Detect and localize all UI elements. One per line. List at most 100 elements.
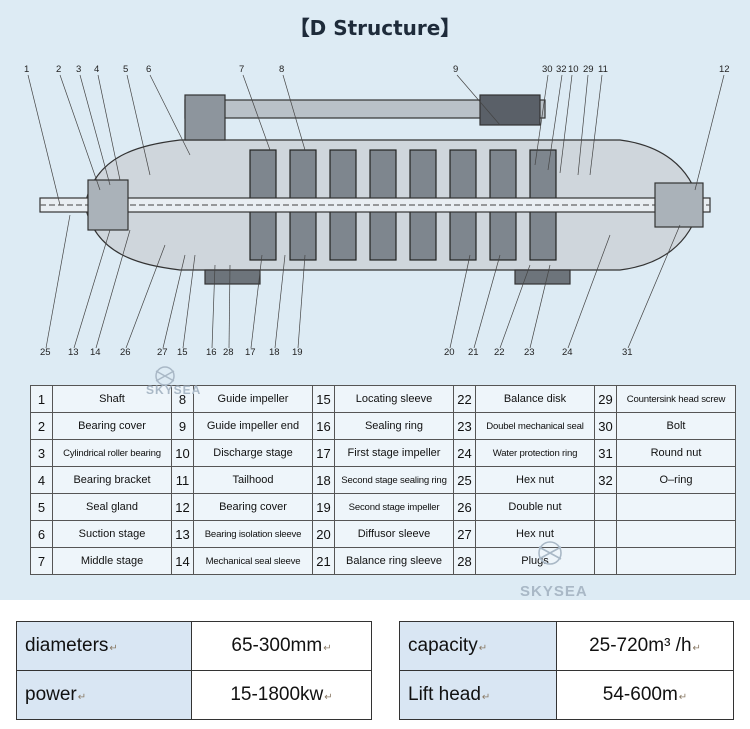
table-row: diameters↵ 65-300mm↵ [16,621,372,671]
part-number: 29 [594,385,617,413]
part-number: 28 [453,547,476,575]
spec-label-cell: capacity↵ [399,621,557,671]
part-number: 3 [30,439,53,467]
paragraph-mark: ↵ [478,643,488,654]
part-name: Guide impeller [193,385,313,413]
part-name: Water protection ring [475,439,595,467]
callout-15: 15 [177,347,188,358]
callout-7: 7 [239,64,245,75]
spec-table-left: diameters↵ 65-300mm↵ power↵ 15-1800kw↵ [16,621,372,720]
table-row: 7 Middle stage 14 Mechanical seal sleeve… [30,547,736,575]
part-name: Bearing cover [52,412,172,440]
part-number: 14 [171,547,194,575]
part-number: 30 [594,412,617,440]
spec-value-cell: 15-1800kw↵ [191,670,372,720]
paragraph-mark: ↵ [109,643,118,654]
callout-1: 1 [24,64,30,75]
callout-21: 21 [468,347,479,358]
callout-29: 29 [583,64,594,75]
callout-22: 22 [494,347,505,358]
table-row: power↵ 15-1800kw↵ [16,670,372,720]
callout-12: 12 [719,64,730,75]
part-name: Balance ring sleeve [334,547,454,575]
callout-16: 16 [206,347,217,358]
table-row: 5 Seal gland 12 Bearing cover 19 Second … [30,493,736,521]
part-number: 6 [30,520,53,548]
part-number: 2 [30,412,53,440]
paragraph-mark: ↵ [678,692,688,703]
callout-11: 11 [598,64,608,75]
part-name: Hex nut [475,466,595,494]
part-number: 32 [594,466,617,494]
part-name: Balance disk [475,385,595,413]
callout-3: 3 [76,64,82,75]
spec-value: 25-720m³ /h [589,635,692,656]
callout-19: 19 [292,347,303,358]
part-name: Seal gland [52,493,172,521]
paragraph-mark: ↵ [481,692,491,703]
part-number: 19 [312,493,335,521]
part-name: Doubel mechanical seal [475,412,595,440]
part-name: Double nut [475,493,595,521]
callout-13: 13 [68,347,79,358]
table-row: Lift head↵ 54-600m↵ [399,670,734,720]
part-number: 27 [453,520,476,548]
part-name: Sealing ring [334,412,454,440]
part-name: Round nut [616,439,736,467]
part-name: Tailhood [193,466,313,494]
callout-24: 24 [562,347,573,358]
part-name: Second stage impeller [334,493,454,521]
part-name: Suction stage [52,520,172,548]
part-name: Bearing cover [193,493,313,521]
part-name: Bearing isolation sleeve [193,520,313,548]
callout-8: 8 [279,64,285,75]
spec-label-cell: diameters↵ [16,621,192,671]
part-name: Bolt [616,412,736,440]
spec-value-cell: 54-600m↵ [556,670,734,720]
part-name: Mechanical seal sleeve [193,547,313,575]
callout-32: 32 [556,64,567,75]
spec-label: capacity [408,635,478,656]
part-number: 21 [312,547,335,575]
paragraph-mark: ↵ [77,692,87,703]
part-number: 1 [30,385,53,413]
part-name: Shaft [52,385,172,413]
part-number: 4 [30,466,53,494]
callout-18: 18 [269,347,280,358]
empty-cell [594,547,617,575]
part-number: 20 [312,520,335,548]
empty-cell [616,547,736,575]
pump-cross-section-drawing [27,74,725,349]
part-name: Cylindrical roller bearing [52,439,172,467]
callout-6: 6 [146,64,152,75]
part-number: 15 [312,385,335,413]
paragraph-mark: ↵ [324,692,333,703]
spec-table-right: capacity↵ 25-720m³ /h↵ Lift head↵ 54-600… [399,621,734,720]
part-name: Locating sleeve [334,385,454,413]
structure-panel: 【D Structure】 [0,0,750,600]
part-name: Second stage sealing ring [334,466,454,494]
spec-value: 65-300mm [231,635,323,656]
callout-17: 17 [245,347,256,358]
empty-cell [616,520,736,548]
table-row: 3 Cylindrical roller bearing 10 Discharg… [30,439,736,467]
part-number: 24 [453,439,476,467]
table-row: 1 Shaft 8 Guide impeller 15 Locating sle… [30,385,736,413]
empty-cell [594,520,617,548]
table-row: 4 Bearing bracket 11 Tailhood 18 Second … [30,466,736,494]
table-row: 6 Suction stage 13 Bearing isolation sle… [30,520,736,548]
table-row: 2 Bearing cover 9 Guide impeller end 16 … [30,412,736,440]
spec-value-cell: 65-300mm↵ [191,621,372,671]
callout-9: 9 [453,64,459,75]
callout-30: 30 [542,64,553,75]
spec-label-cell: power↵ [16,670,192,720]
part-number: 9 [171,412,194,440]
spec-value: 15-1800kw [230,684,324,705]
callout-14: 14 [90,347,101,358]
part-number: 12 [171,493,194,521]
callout-25: 25 [40,347,51,358]
callout-23: 23 [524,347,535,358]
paragraph-mark: ↵ [692,643,701,654]
part-name: First stage impeller [334,439,454,467]
callout-31: 31 [622,347,633,358]
